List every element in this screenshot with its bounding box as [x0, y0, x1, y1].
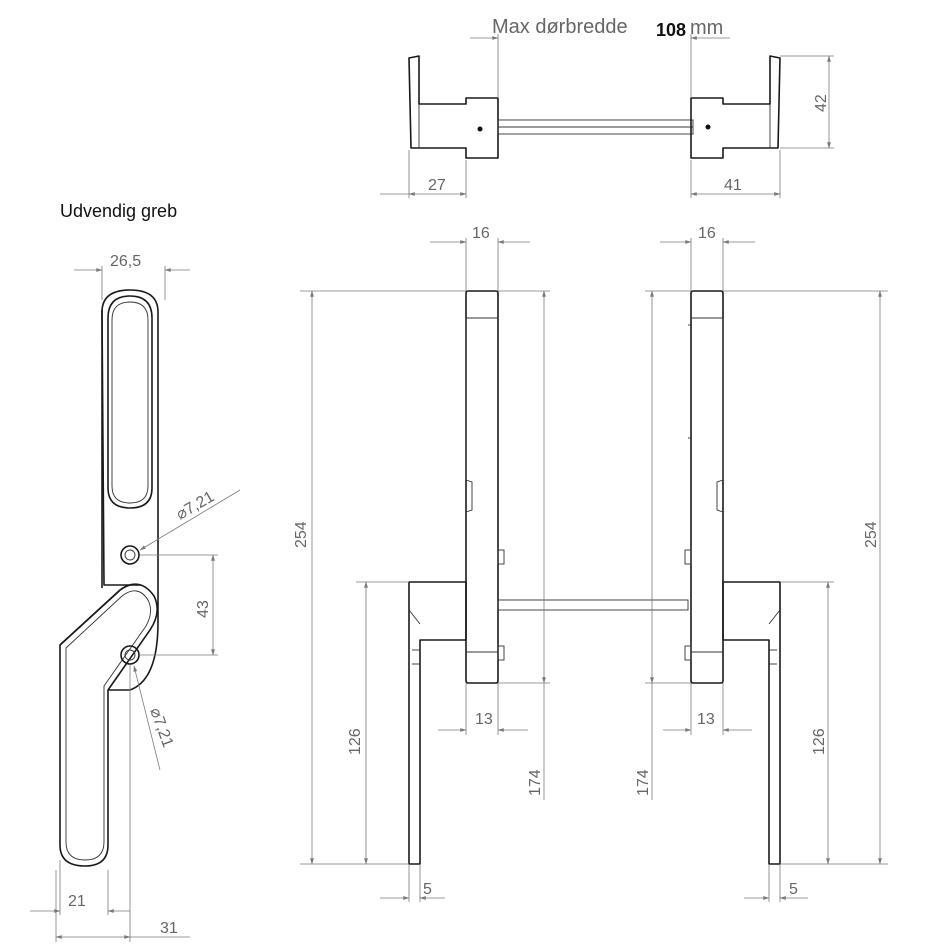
- dim-top-left-width: 27: [428, 177, 446, 194]
- max-width-value: 108: [656, 20, 686, 40]
- hole-bottom: [120, 645, 140, 665]
- dim-hole-spacing: 43: [195, 600, 212, 618]
- dim-left-total-height: 254: [293, 521, 310, 548]
- top-right-screw: [705, 124, 711, 130]
- handle-outline: [59, 289, 159, 867]
- grip-recess: [107, 295, 153, 509]
- dim-right-total-height: 254: [863, 521, 880, 548]
- top-right-handle: [690, 55, 781, 159]
- dim-right-13: 13: [697, 711, 715, 728]
- dim-offset-21: 21: [68, 893, 86, 910]
- dim-left-13: 13: [475, 711, 493, 728]
- lever-outline: [59, 583, 158, 691]
- max-width-label: Max dørbredde: [492, 16, 628, 38]
- right-side-view: 16 254 126 174 13 5: [635, 225, 888, 902]
- dim-offset-31: 31: [160, 920, 178, 937]
- outside-handle-title: Udvendig greb: [60, 201, 177, 221]
- dim-left-plate-width: 16: [472, 225, 490, 242]
- right-plate: [690, 290, 724, 684]
- hole-top: [120, 545, 140, 565]
- top-left-screw: [477, 126, 483, 132]
- dim-top-right-width: 41: [724, 177, 742, 194]
- dim-handle-width: 26,5: [110, 253, 141, 270]
- dim-hole-bottom: ⌀7,21: [146, 706, 176, 750]
- dim-left-spindle-height: 174: [527, 769, 544, 796]
- right-lever: [722, 581, 781, 865]
- dim-hole-top: ⌀7,21: [174, 488, 218, 523]
- dim-top-height: 42: [813, 94, 830, 112]
- dim-right-lever-height: 126: [811, 728, 828, 755]
- left-side-view: 16 254 126 174 13 5: [293, 225, 689, 902]
- dim-right-spindle-height: 174: [635, 769, 652, 796]
- left-plate: [465, 290, 499, 684]
- dim-right-plate-width: 16: [698, 225, 716, 242]
- left-spindle: [497, 599, 689, 611]
- dim-left-5: 5: [423, 881, 432, 898]
- left-lever: [408, 581, 467, 865]
- max-width-unit: mm: [690, 17, 723, 39]
- dim-right-5: 5: [789, 881, 798, 898]
- outside-handle-view: Udvendig greb 26,5 ⌀7,21 ⌀7,21 43: [30, 201, 241, 942]
- top-left-handle: [408, 55, 499, 159]
- dim-left-lever-height: 126: [347, 728, 364, 755]
- top-view: Max dørbredde 108 mm 27 41 42: [380, 16, 834, 198]
